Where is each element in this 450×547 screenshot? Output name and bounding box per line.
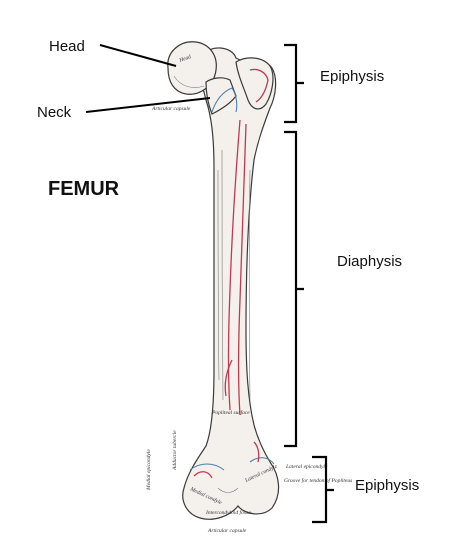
capsule-line-bottom-right (249, 457, 275, 465)
greater-trochanter (235, 57, 274, 110)
shaft-shading-3 (248, 169, 251, 401)
epiphysis-top-label: Epiphysis (320, 68, 384, 85)
neck-label: Neck (37, 104, 72, 121)
shaft-shading-2 (221, 149, 224, 401)
engraving-label-medial-epicondyle: Medial epicondyle (146, 449, 152, 491)
engraving-label-articular-capsule-top: Articular capsule (151, 106, 191, 112)
diagram-title: FEMUR (48, 178, 120, 200)
engraving-label-popliteal-surface: Popliteal surface (211, 409, 250, 416)
neck-pointer (85, 97, 211, 113)
epiphysis-bottom-label: Epiphysis (355, 477, 419, 494)
diaphysis-label: Diaphysis (337, 253, 402, 270)
engraving-label-groove-popliteus: Groove for tendon of Popliteus (284, 477, 352, 484)
engraving-label-articular-capsule-bottom: Articular capsule (207, 528, 247, 534)
shaft-shading-1 (217, 169, 220, 381)
head-pointer (99, 44, 177, 67)
linea-aspera-right (237, 123, 247, 416)
trochanter-red-line (249, 68, 269, 103)
linea-aspera-left (227, 119, 241, 411)
engraving-label-lateral-epicondyle: Lateral epicondyle (285, 464, 328, 470)
condyle-red-left (193, 471, 213, 479)
condyle-shading (217, 487, 239, 493)
head-label: Head (49, 38, 85, 55)
epiphysis-bottom-bracket (312, 455, 334, 524)
condyle-red-right (253, 441, 260, 463)
engraving-label-head: Head (178, 54, 192, 64)
femoral-head (167, 41, 217, 95)
epiphysis-top-bracket (284, 43, 304, 124)
gluteal-red-line (224, 359, 233, 397)
head-shading (173, 75, 205, 88)
capsule-line-bottom (189, 463, 225, 471)
femur-bone: Head Articular capsule Popliteal surface… (146, 41, 352, 534)
capsule-line-top (211, 87, 238, 113)
engraving-label-adductor-tubercle: Adductor tubercle (172, 430, 178, 471)
engraving-label-intercondyloid: Intercondyloid fossa (205, 509, 251, 516)
diaphysis-bracket (284, 130, 304, 448)
